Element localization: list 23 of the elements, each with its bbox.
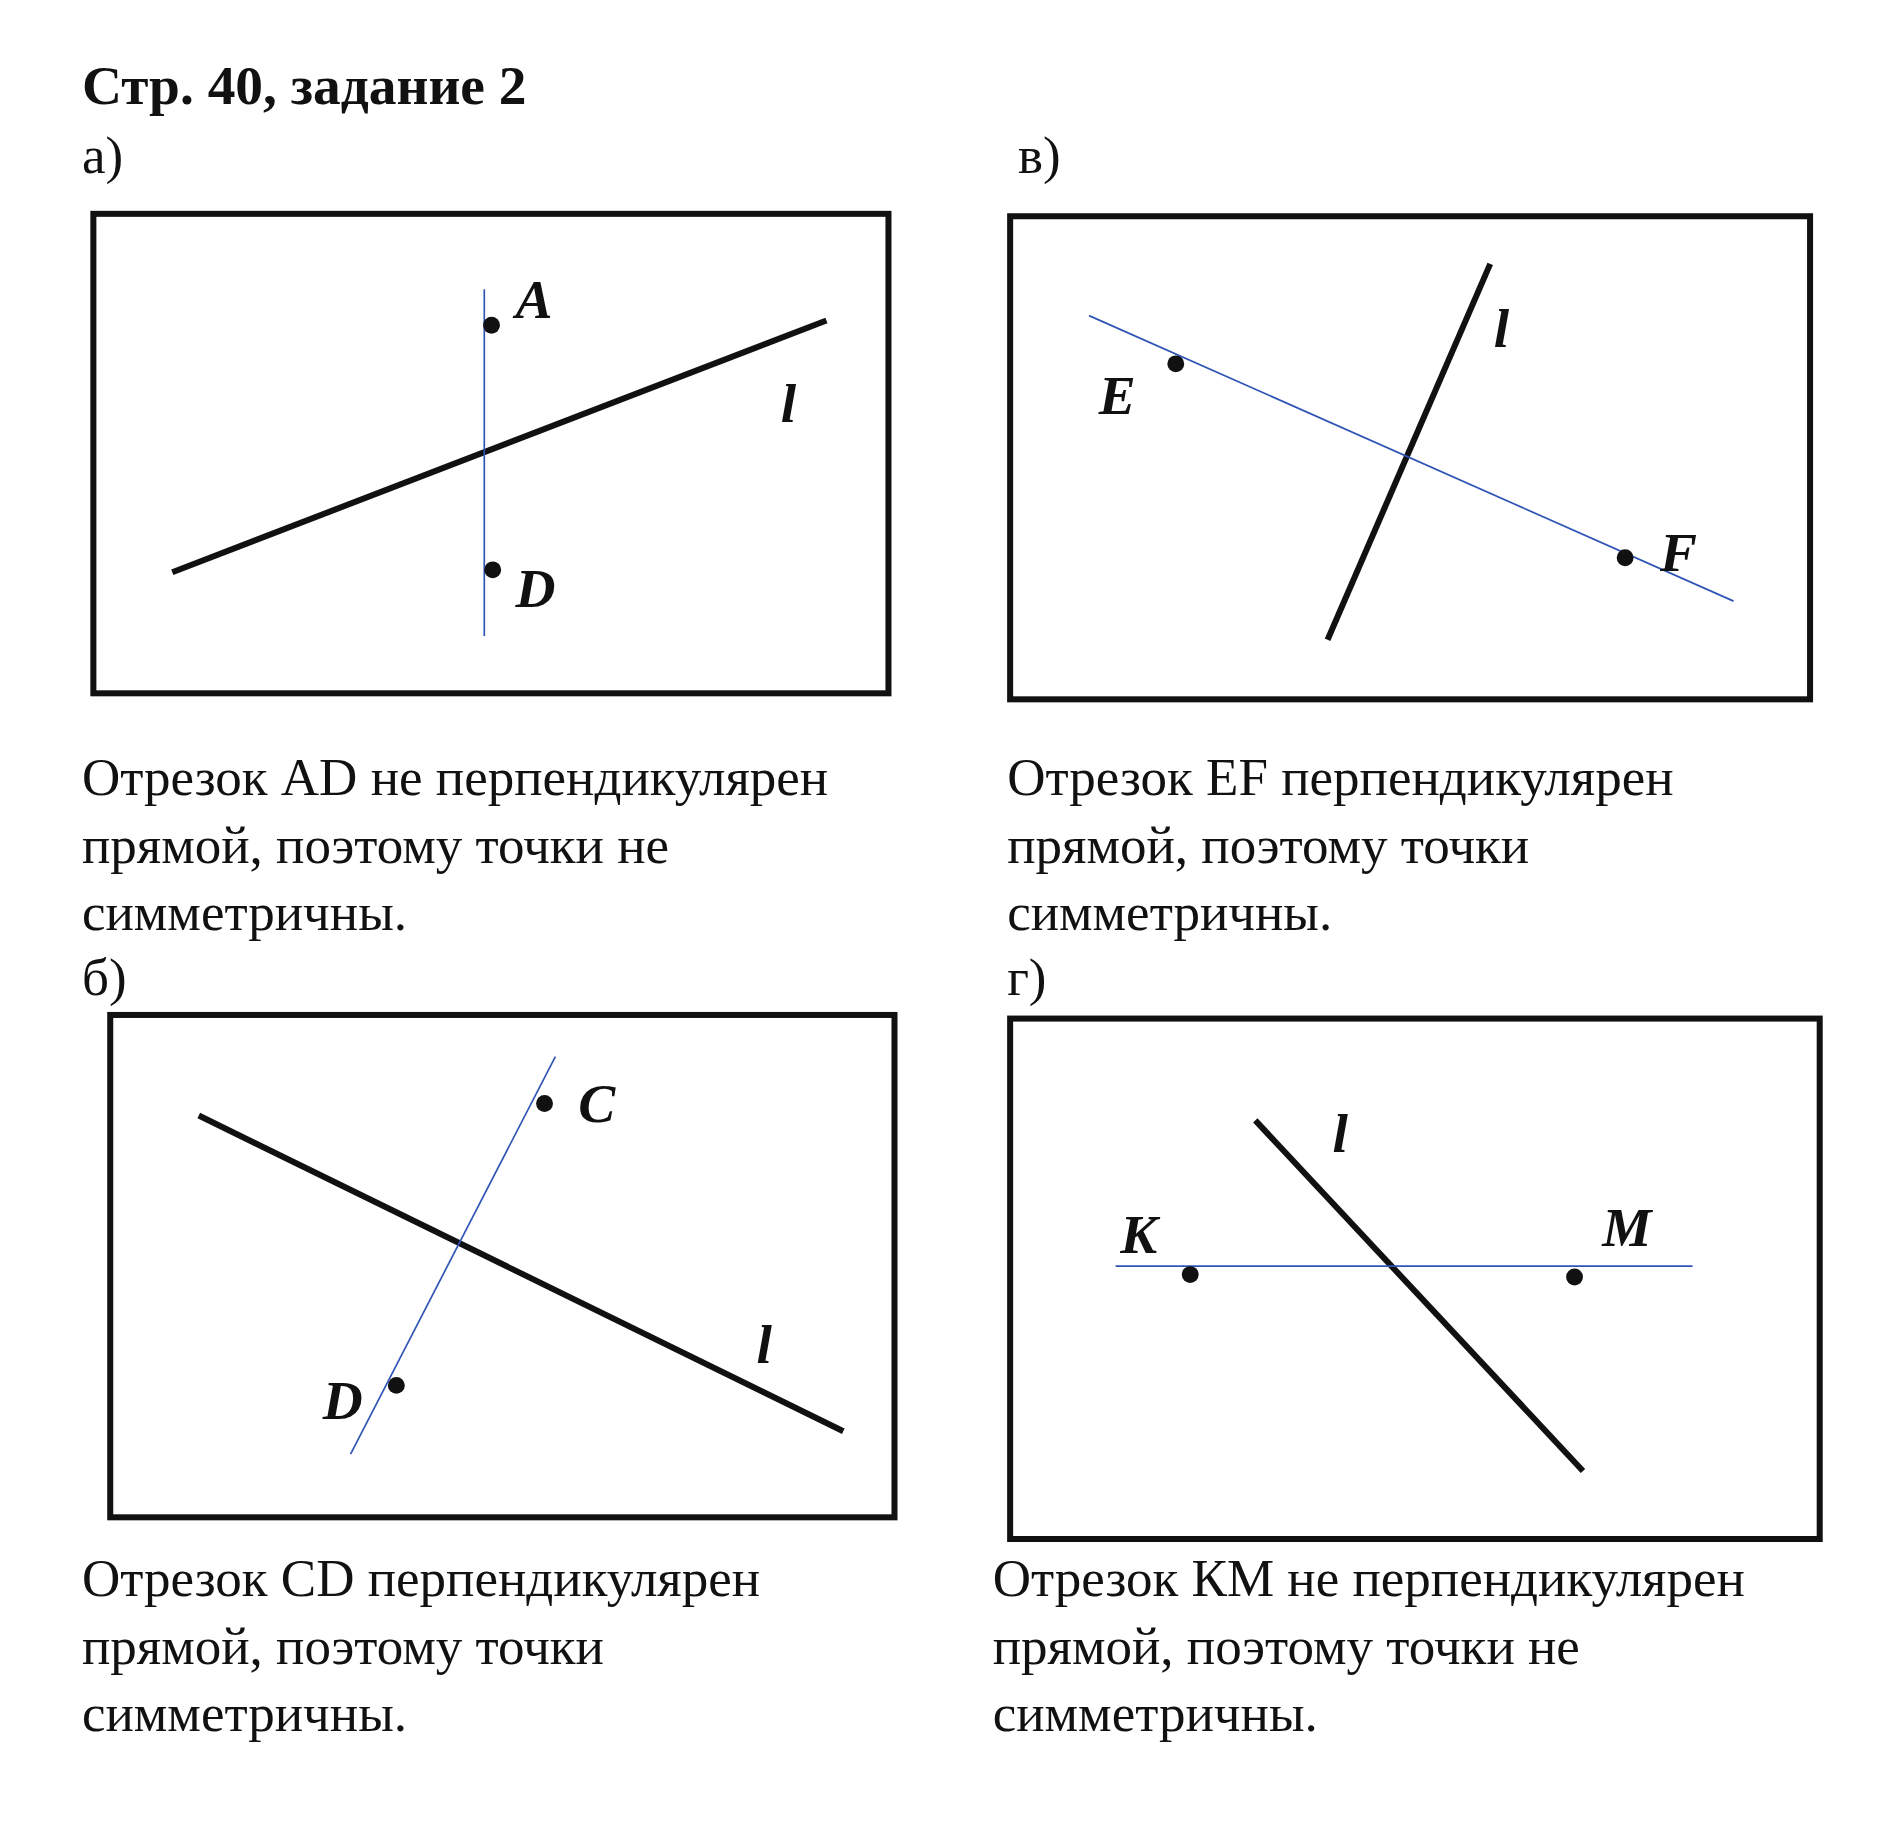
title-text: Стр. 40, задание 2	[81, 57, 527, 114]
caption-text: Отрезок EF перпендикулярен прямой, поэтому точки симметричны.	[1007, 747, 1675, 945]
point-label: F	[1660, 525, 1698, 581]
point-label: l	[756, 1316, 772, 1373]
point-label: l	[1332, 1105, 1348, 1162]
caption-text: Отрезок КМ не перпендикулярен прямой, поэтому точки не симметричны.	[992, 1548, 1746, 1746]
panel-label: б)	[81, 951, 127, 1005]
figure-frame	[107, 1011, 898, 1521]
figure-frame	[1007, 1015, 1823, 1542]
panel-label: в)	[1017, 130, 1061, 184]
panel-label: а)	[81, 130, 124, 184]
point-label: l	[1493, 301, 1510, 357]
point-label: D	[322, 1373, 363, 1429]
point-label: l	[780, 375, 797, 432]
figure-frame	[90, 210, 892, 697]
point-label: M	[1602, 1199, 1652, 1256]
point-label: E	[1098, 368, 1136, 425]
point-label: C	[578, 1075, 616, 1132]
panel-label: г)	[1007, 951, 1047, 1005]
caption-text: Отрезок AD не перпендикулярен прямой, поэтому точки не симметричны.	[81, 747, 830, 945]
caption-text: Отрезок CD перпендикулярен прямой, поэтому точки симметричны.	[81, 1548, 762, 1746]
figure-frame	[1007, 213, 1814, 703]
point-label: D	[515, 561, 556, 617]
